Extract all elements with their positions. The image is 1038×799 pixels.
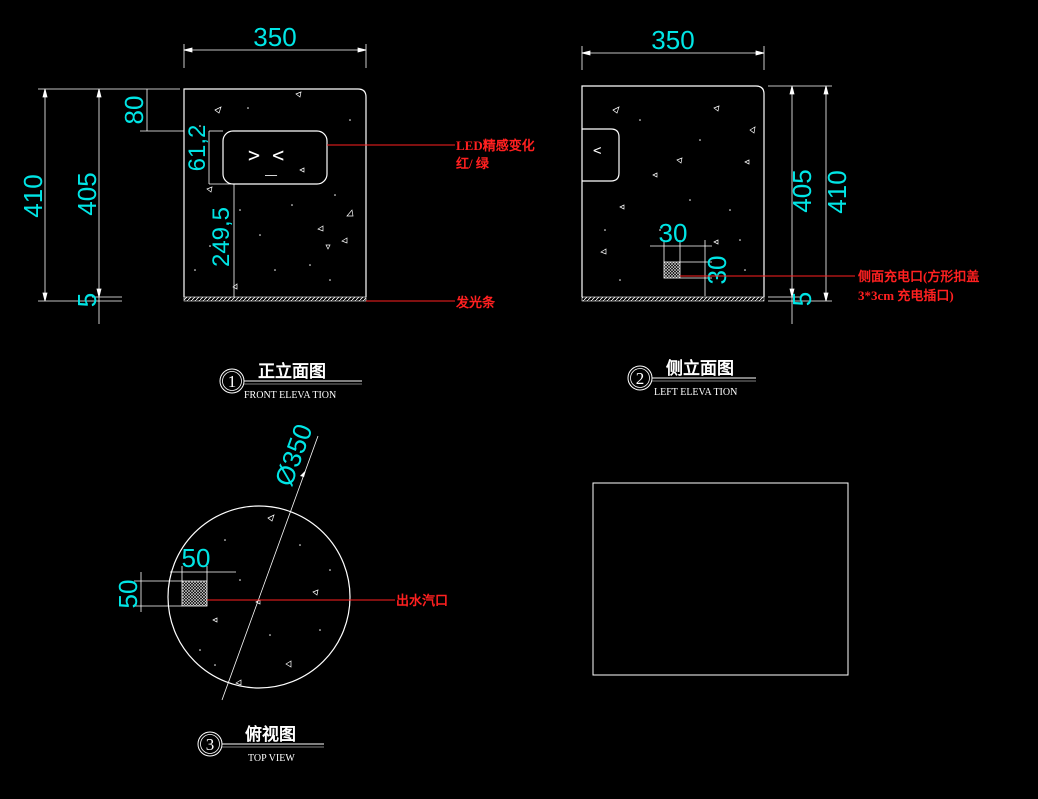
side-port-width-label: 30: [659, 218, 688, 248]
front-face-mouth: _: [265, 152, 278, 176]
top-body-outline: [167, 505, 351, 689]
top-speckle-dots: [199, 539, 331, 666]
front-speckle-texture: [206, 91, 354, 290]
front-title-block: 1 正立面图 FRONT ELEVA TION: [219, 361, 362, 401]
side-led-screen: [582, 128, 620, 182]
front-total-height-label: 410: [18, 174, 48, 217]
front-screen-dimensions: [208, 130, 235, 297]
front-screen-bottom-label: 249,5: [208, 207, 235, 267]
side-width-label: 350: [651, 25, 694, 55]
front-title-cn: 正立面图: [258, 361, 326, 382]
top-title-en: TOP VIEW: [248, 753, 295, 764]
side-body-outline: [581, 85, 765, 297]
top-title-number: 3: [206, 735, 215, 754]
side-port-note-line2: 3*3cm 充电插口): [858, 288, 954, 303]
front-height-dimensions: [38, 88, 184, 324]
side-port-note-line1: 侧面充电口(方形扣盖: [858, 269, 979, 284]
top-outlet-note: 出水汽口: [396, 593, 448, 608]
top-view: Ø350 50 50 出水汽口 3 俯视图 TOP VIEW: [113, 420, 448, 764]
top-title-cn: 俯视图: [245, 724, 296, 745]
front-led-note-line1: LED精感变化: [456, 138, 535, 153]
side-base: [581, 296, 765, 302]
front-led-note-line2: 红/ 绿: [456, 156, 490, 171]
front-led-screen: [222, 130, 328, 185]
side-title-en: LEFT ELEVA TION: [654, 387, 737, 398]
front-face-eyes: > <: [248, 143, 284, 167]
front-strip-note: 发光条: [455, 295, 496, 310]
top-outlet-dimensions: [134, 566, 236, 612]
side-total-height-label: 410: [822, 170, 852, 213]
top-steam-outlet: [181, 580, 208, 607]
side-title-cn: 侧立面图: [666, 358, 734, 379]
side-width-dimension: [581, 46, 765, 70]
side-charging-port: [663, 261, 681, 279]
empty-viewport-frame: [592, 482, 849, 676]
side-body-height-label: 405: [787, 169, 817, 212]
front-width-label: 350: [253, 22, 296, 52]
side-speckle-dots: [604, 119, 746, 281]
side-title-number: 2: [636, 369, 645, 388]
side-title-block: 2 侧立面图 LEFT ELEVA TION: [627, 358, 756, 398]
front-base-label: 5: [72, 293, 102, 307]
top-title-block: 3 俯视图 TOP VIEW: [197, 724, 324, 764]
side-port-dimensions: [650, 240, 712, 296]
top-outlet-width-label: 50: [182, 543, 211, 573]
top-diameter-line: [221, 435, 319, 701]
side-base-label: 5: [787, 292, 817, 306]
top-outlet-height-label: 50: [113, 580, 143, 609]
front-light-strip: [183, 296, 367, 302]
side-face: <: [593, 143, 601, 159]
front-speckle-dots: [194, 107, 351, 281]
front-body-height-label: 405: [72, 172, 102, 215]
front-title-number: 1: [228, 372, 237, 391]
front-title-en: FRONT ELEVA TION: [244, 390, 336, 401]
front-screen-height-label: 61,2: [184, 125, 211, 172]
top-speckle-texture: [212, 514, 319, 686]
side-speckle-texture: [600, 105, 756, 255]
front-elevation-view: > < _ 350: [18, 22, 535, 401]
front-top-offset-label: 80: [119, 96, 149, 125]
side-elevation-view: < 350 405 410 5: [581, 25, 979, 398]
front-width-dimension: [183, 44, 367, 68]
side-port-height-label: 30: [702, 256, 732, 285]
side-height-dimensions: [768, 85, 832, 324]
front-body-outline: [183, 88, 367, 297]
